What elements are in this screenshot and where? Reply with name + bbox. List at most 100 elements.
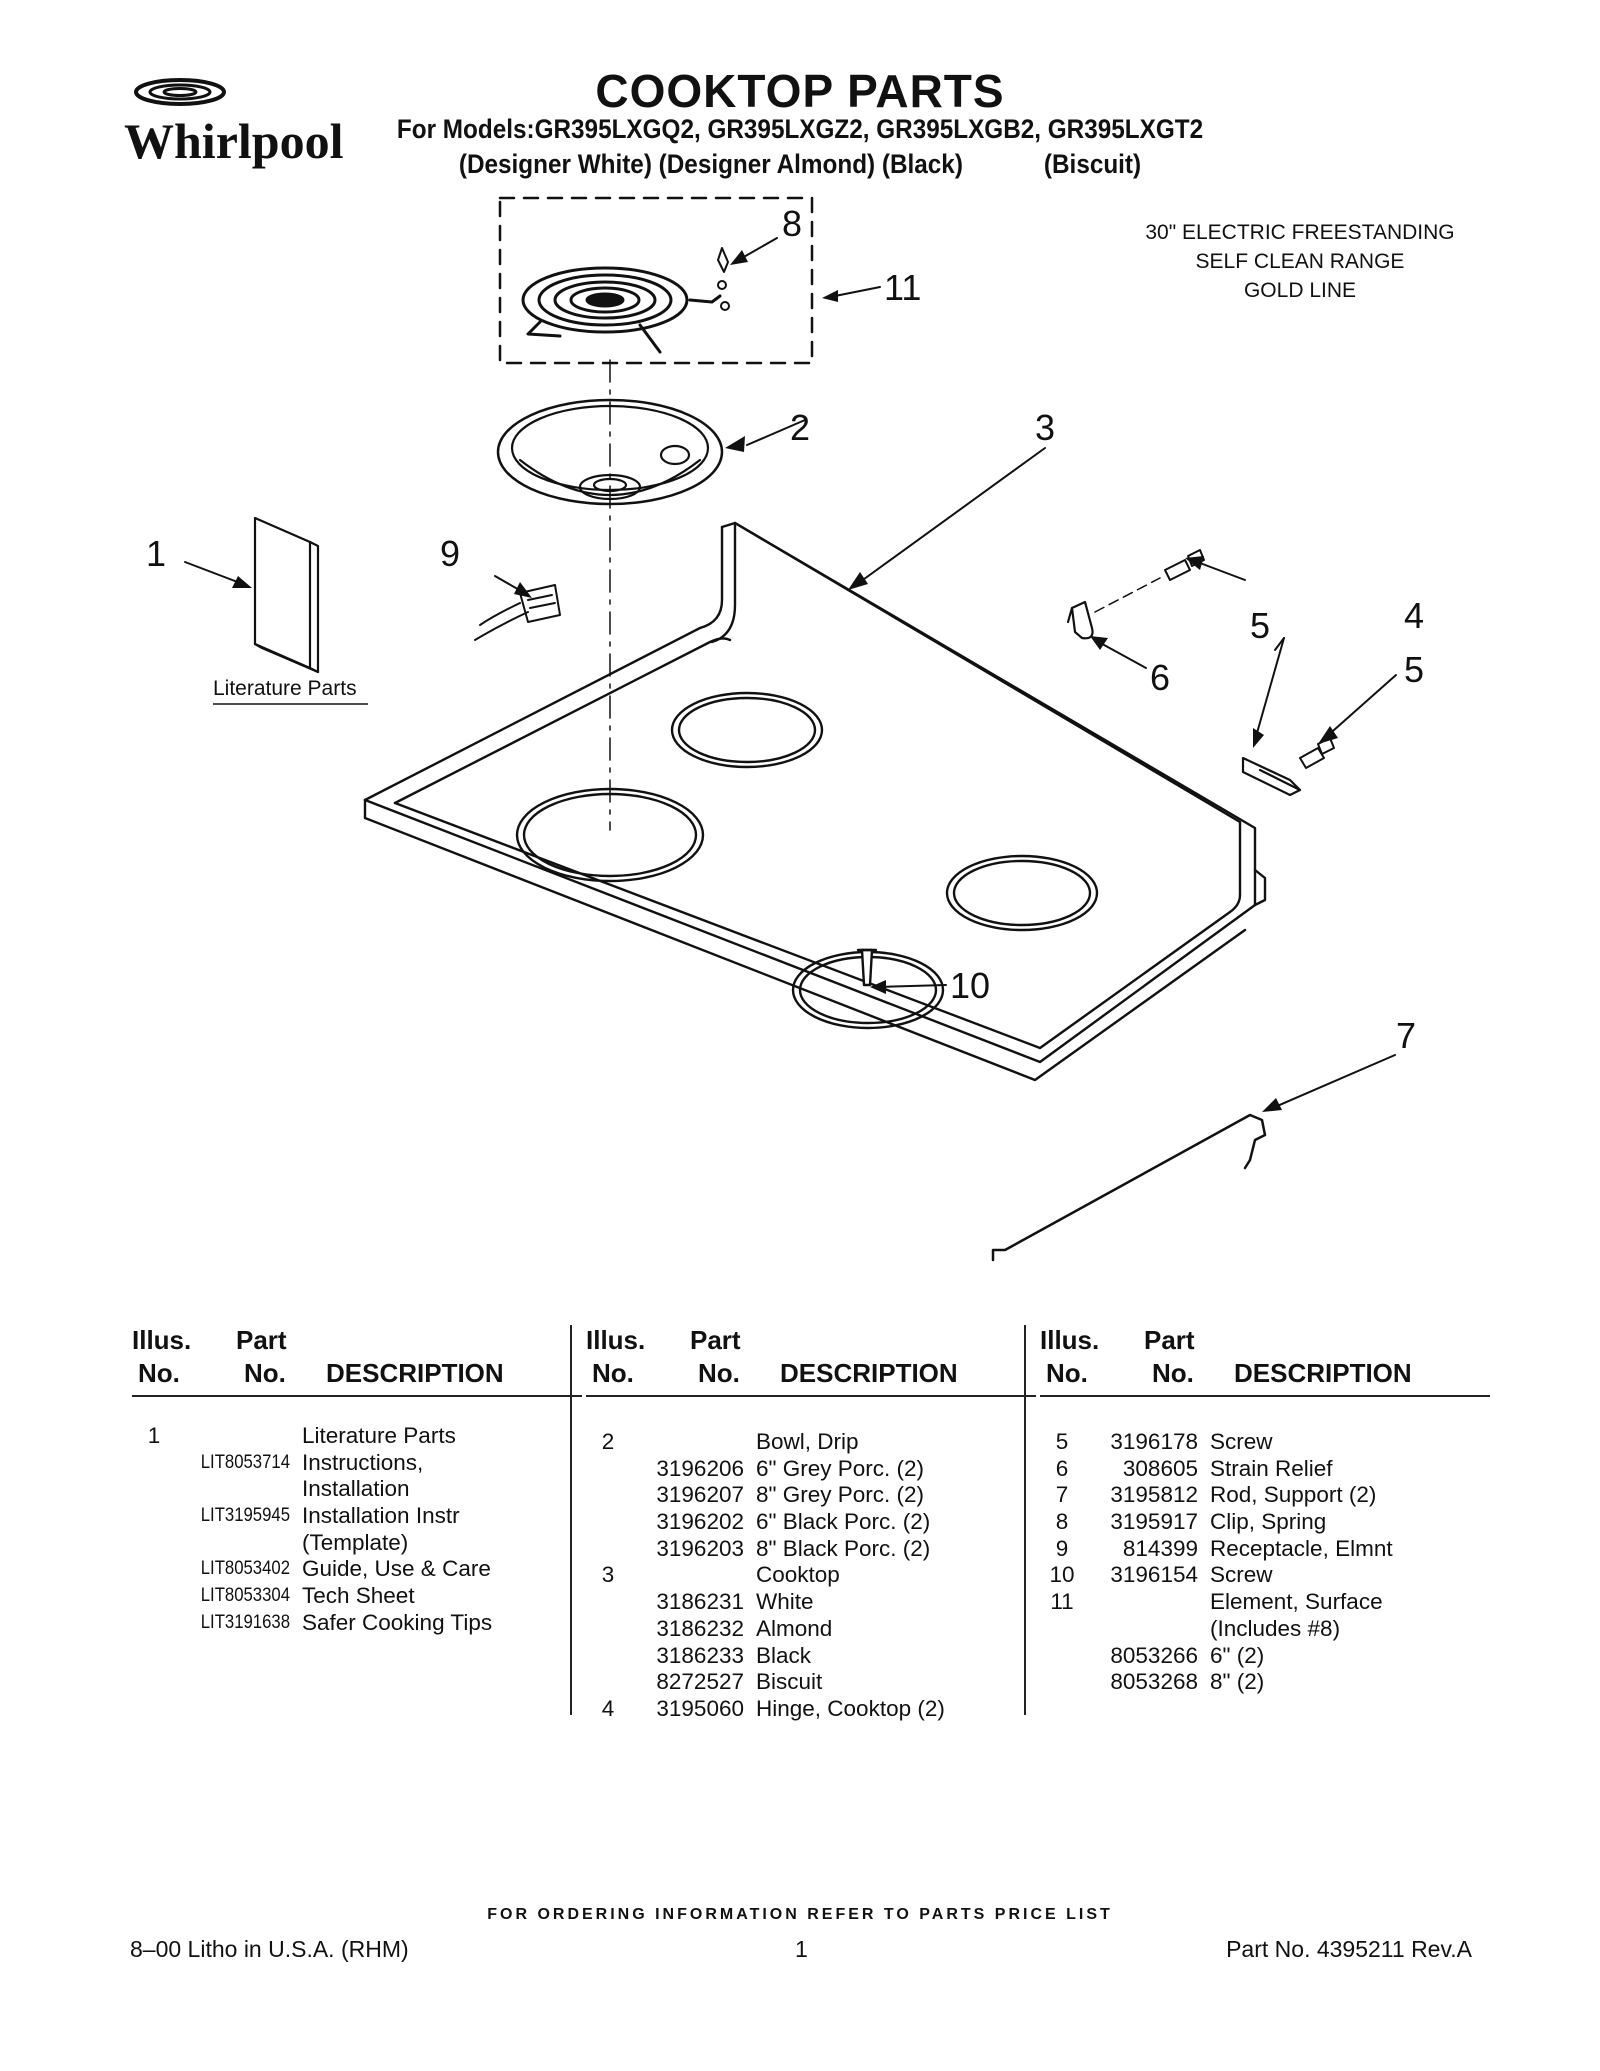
illus-no-cell: 6 — [1055, 1455, 1069, 1481]
description-cell: Clip, Spring — [1210, 1509, 1327, 1535]
table-row: 3186233 Black — [586, 1643, 1036, 1670]
table-row: 3196202 6" Black Porc. (2) — [586, 1509, 1036, 1536]
table-header: Illus. No. Part No. DESCRIPTION — [1040, 1325, 1490, 1397]
strain-relief-axis — [1094, 577, 1161, 613]
part-no-cell: 8053266 — [1110, 1642, 1198, 1668]
header-part-no: No. — [698, 1358, 740, 1388]
callout-7: 7 — [1396, 1015, 1416, 1056]
callout-1: 1 — [146, 533, 166, 574]
part-no-cell: LIT3195945 — [200, 1505, 290, 1527]
description-cell: (Template) — [302, 1529, 409, 1555]
surface-element — [521, 266, 722, 354]
part-no-cell: 8053268 — [1110, 1669, 1198, 1695]
leader-lines — [184, 237, 1397, 1111]
part-no-cell: 3195917 — [1110, 1509, 1198, 1535]
callout-4: 4 — [1404, 595, 1424, 636]
table-row: 8053266 6" (2) — [1040, 1643, 1490, 1670]
header-illus-no: No. — [592, 1358, 634, 1388]
table-row: 8272527 Biscuit — [586, 1669, 1036, 1696]
callout-5-upper: 5 — [1250, 605, 1270, 646]
header-illus: Illus. — [586, 1325, 646, 1355]
callout-3: 3 — [1035, 407, 1055, 448]
description-cell: 8" Black Porc. (2) — [756, 1535, 931, 1561]
part-no-cell: 3186231 — [656, 1589, 744, 1615]
header-illus: Illus. — [1040, 1325, 1100, 1355]
illus-no-cell: 9 — [1055, 1535, 1069, 1561]
support-rod — [991, 1113, 1267, 1262]
description-cell: Biscuit — [756, 1669, 823, 1695]
models-line: For Models:GR395LXGQ2, GR395LXGZ2, GR395… — [396, 114, 1204, 144]
description-cell: Strain Relief — [1210, 1455, 1333, 1481]
arrowheads — [232, 250, 1338, 1112]
table-row: 8053268 8" (2) — [1040, 1669, 1490, 1696]
part-no-cell: 3195060 — [656, 1695, 744, 1721]
literature-parts-label: Literature Parts — [213, 677, 357, 700]
table-row: Installation — [132, 1476, 582, 1503]
description-cell: 6" (2) — [1210, 1642, 1265, 1668]
table-row: 1 Literature Parts — [132, 1423, 582, 1450]
part-no-cell: 3186232 — [656, 1615, 744, 1641]
header-part: Part — [1144, 1325, 1195, 1355]
callout-2: 2 — [790, 407, 810, 448]
description-cell: Installation Instr — [302, 1503, 460, 1529]
hinge — [1241, 756, 1302, 797]
table-header: Illus. No. Part No. DESCRIPTION — [586, 1325, 1036, 1397]
header-description: DESCRIPTION — [780, 1358, 958, 1388]
callout-6: 6 — [1150, 657, 1170, 698]
part-no-cell: 3196206 — [656, 1455, 744, 1481]
litho-note: 8–00 Litho in U.S.A. (RHM) — [130, 1936, 409, 1962]
description-cell: Black — [756, 1642, 812, 1668]
range-info-line: 30" ELECTRIC FREESTANDING — [1145, 221, 1455, 244]
header-part: Part — [236, 1325, 287, 1355]
description-cell: 8" Grey Porc. (2) — [756, 1482, 925, 1508]
callout-8: 8 — [782, 203, 802, 244]
part-no-cell: 3196202 — [656, 1509, 744, 1535]
part-no-cell: 3186233 — [656, 1642, 744, 1668]
callout-11: 11 — [884, 267, 921, 308]
description-cell: Rod, Support (2) — [1210, 1482, 1377, 1508]
literature-booklet — [253, 516, 320, 674]
description-cell: 6" Black Porc. (2) — [756, 1509, 931, 1535]
illus-no-cell: 1 — [147, 1423, 161, 1448]
column-divider — [570, 1325, 572, 1715]
part-no-cell: 308605 — [1122, 1455, 1198, 1481]
description-cell: (Includes #8) — [1210, 1615, 1341, 1641]
part-no-cell: LIT8053714 — [200, 1451, 290, 1473]
table-row: LIT3195945 Installation Instr — [132, 1503, 582, 1530]
description-cell: Safer Cooking Tips — [302, 1609, 493, 1635]
description-cell: 8" (2) — [1210, 1669, 1265, 1695]
cooktop-parts-diagram: 1 2 3 4 5 5 6 7 8 9 10 11 Literature Par… — [146, 196, 1424, 1262]
description-cell: Literature Parts — [302, 1423, 456, 1448]
part-no-cell: 3195812 — [1110, 1482, 1198, 1508]
colors-line: (Designer White) (Designer Almond) (Blac… — [458, 149, 1142, 179]
description-cell: Guide, Use & Care — [302, 1556, 491, 1582]
description-cell: Hinge, Cooktop (2) — [756, 1695, 945, 1721]
table-row: (Includes #8) — [1040, 1616, 1490, 1643]
element-dashed-box — [498, 196, 814, 365]
callout-10: 10 — [950, 965, 990, 1006]
header-part: Part — [690, 1325, 741, 1355]
part-no-cell: 814399 — [1122, 1535, 1198, 1561]
part-no-cell: 3196203 — [656, 1535, 744, 1561]
illus-no-cell: 7 — [1055, 1482, 1069, 1508]
header-part-no: No. — [244, 1358, 286, 1388]
part-no-cell: 3196154 — [1110, 1562, 1198, 1588]
range-info-line: SELF CLEAN RANGE — [1195, 250, 1405, 273]
page-number: 1 — [795, 1936, 808, 1962]
document-part-number: Part No. 4395211 Rev.A — [1226, 1936, 1472, 1962]
part-no-cell: 8272527 — [656, 1669, 744, 1695]
description-cell: 6" Grey Porc. (2) — [756, 1455, 925, 1481]
header-illus-no: No. — [1046, 1358, 1088, 1388]
